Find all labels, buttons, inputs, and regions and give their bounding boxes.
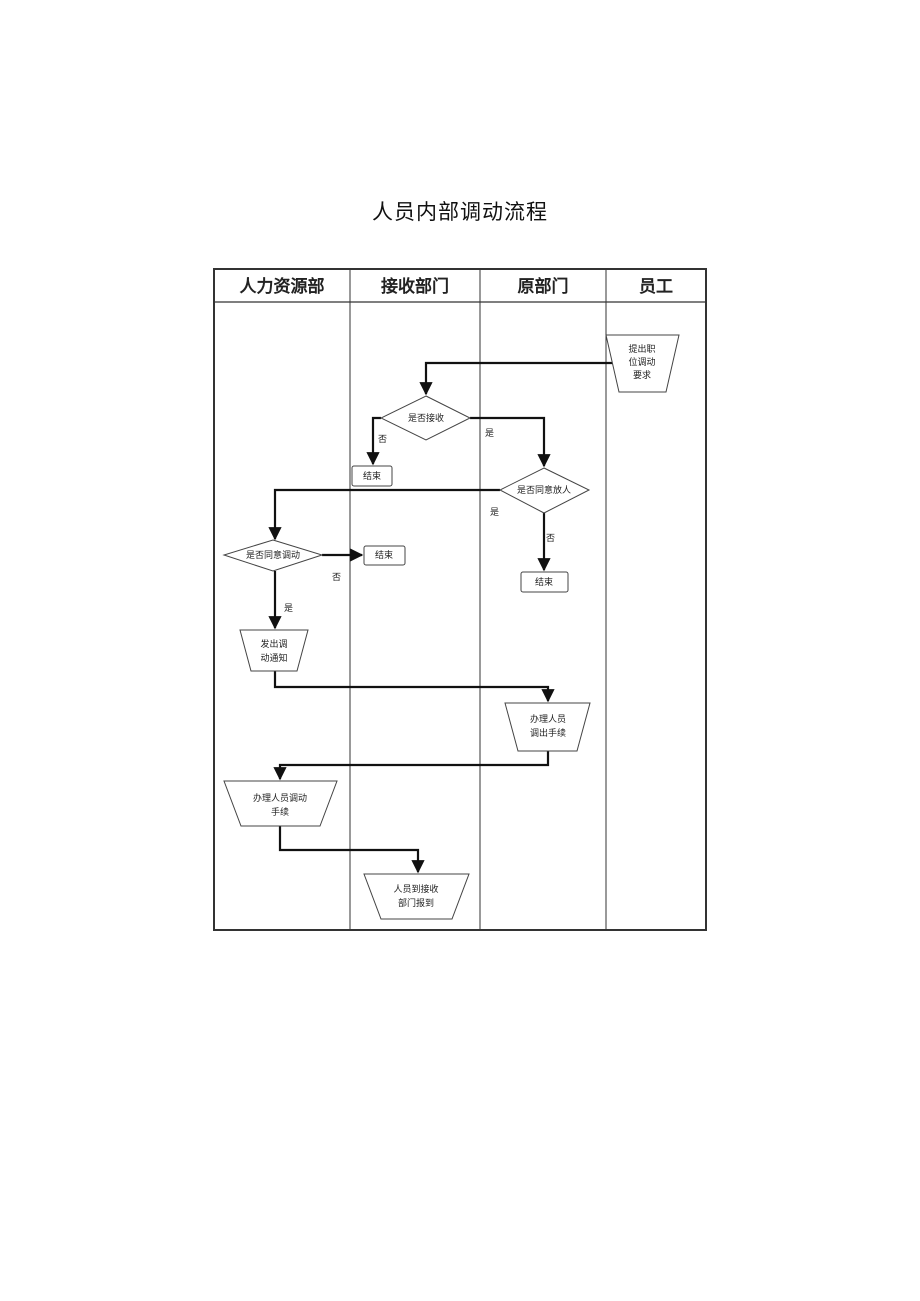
branch-hr-yes: 是	[284, 603, 293, 614]
node-decision-orig-agree	[498, 467, 591, 514]
node-decision-accept	[379, 395, 472, 441]
end-receiving-label: 结束	[363, 470, 381, 482]
node-end-original	[520, 571, 569, 593]
lane-header-hr: 人力资源部	[240, 276, 325, 297]
diagram-frame	[213, 268, 707, 931]
node-employee-request	[605, 334, 680, 393]
employee-request-line1: 提出职	[628, 343, 655, 355]
connector-accept-no	[366, 416, 381, 466]
report-line2: 部门报到	[398, 897, 434, 909]
lane-header-employee: 员工	[639, 277, 673, 297]
branch-orig-yes: 是	[490, 507, 499, 518]
node-hr-transfer	[223, 780, 338, 827]
branch-accept-no: 否	[378, 434, 387, 445]
lane-header-receiving: 接收部门	[381, 276, 449, 297]
branch-orig-no: 否	[546, 533, 555, 544]
connector-hr-to-report	[278, 826, 425, 874]
connector-out-to-hr	[273, 751, 550, 781]
lane-header-original: 原部门	[518, 276, 569, 297]
end-hr-label: 结束	[375, 549, 393, 561]
decision-orig-agree-label: 是否同意放人	[517, 484, 571, 496]
connector-accept-yes	[470, 416, 551, 468]
connector-request-to-accept	[419, 361, 614, 396]
employee-request-line2: 位调动	[628, 356, 655, 368]
issue-notice-line2: 动通知	[260, 652, 287, 664]
hr-transfer-line1: 办理人员调动	[253, 792, 307, 804]
branch-hr-no: 否	[332, 572, 341, 583]
node-end-hr	[363, 545, 406, 566]
decision-hr-agree-label: 是否同意调动	[246, 549, 300, 561]
transfer-out-line2: 调出手续	[530, 727, 566, 739]
node-report	[363, 873, 470, 920]
employee-request-line3: 要求	[633, 369, 651, 381]
node-end-receiving	[351, 465, 393, 487]
transfer-out-line1: 办理人员	[530, 713, 566, 725]
page-title: 人员内部调动流程	[372, 200, 548, 224]
node-transfer-out	[504, 702, 591, 752]
connector-notice-to-out	[273, 671, 555, 703]
branch-accept-yes: 是	[485, 428, 494, 439]
report-line1: 人员到接收	[393, 883, 438, 895]
end-original-label: 结束	[535, 576, 553, 588]
node-decision-hr-agree	[222, 539, 324, 572]
issue-notice-line1: 发出调	[260, 638, 287, 650]
node-issue-notice	[239, 629, 309, 672]
decision-accept-label: 是否接收	[408, 412, 444, 424]
connector-orig-yes	[268, 488, 500, 541]
hr-transfer-line2: 手续	[271, 806, 289, 818]
